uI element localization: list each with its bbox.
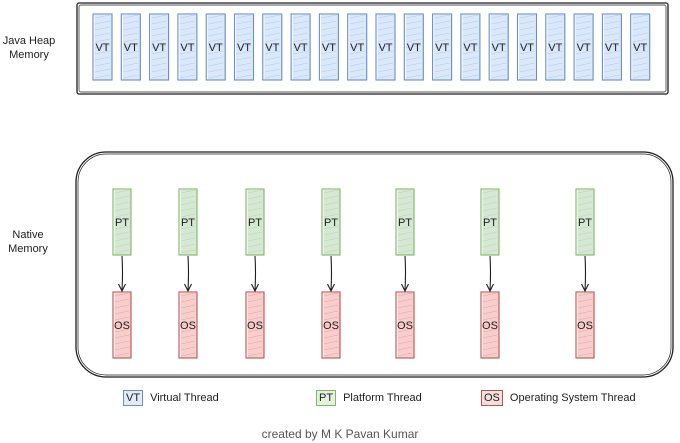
legend-vt-text: Virtual Thread — [150, 392, 219, 404]
pt-to-os-arrow — [184, 255, 192, 293]
virtual-thread-box-label: VT — [492, 42, 506, 54]
virtual-thread-box-label: VT — [294, 42, 308, 54]
virtual-thread-box-label: VT — [435, 42, 449, 54]
legend-pt-text: Platform Thread — [343, 392, 422, 404]
legend-pt-swatch: PT — [316, 390, 337, 406]
virtual-thread-box-label: VT — [350, 42, 364, 54]
virtual-thread-box-label: VT — [463, 42, 477, 54]
platform-thread-box: PT — [245, 188, 265, 256]
virtual-thread-box: VT — [460, 13, 481, 81]
platform-thread-box: PT — [575, 188, 595, 256]
legend-platform-thread: PT Platform Thread — [316, 390, 422, 406]
virtual-thread-box-label: VT — [633, 42, 647, 54]
legend-os-text: Operating System Thread — [509, 392, 636, 404]
os-thread-box: OS — [112, 291, 132, 359]
virtual-thread-box: VT — [573, 13, 594, 81]
legend-os-swatch: OS — [481, 390, 503, 406]
virtual-thread-box: VT — [290, 13, 311, 81]
platform-thread-box-label: PT — [248, 217, 262, 229]
virtual-thread-box-label: VT — [237, 42, 251, 54]
os-thread-box: OS — [575, 291, 595, 359]
platform-thread-box-label: PT — [483, 217, 497, 229]
virtual-thread-box: VT — [601, 13, 622, 81]
credit-text: created by M K Pavan Kumar — [261, 427, 419, 441]
java-heap-memory-label: Java Heap Memory — [2, 35, 56, 61]
virtual-thread-box-label: VT — [577, 42, 591, 54]
virtual-thread-box: VT — [347, 13, 368, 81]
os-thread-box: OS — [178, 291, 198, 359]
os-thread-box-label: OS — [397, 320, 413, 332]
pt-to-os-arrow — [581, 255, 589, 293]
legend-os-thread: OS Operating System Thread — [481, 390, 636, 406]
platform-thread-box-label: PT — [578, 217, 592, 229]
virtual-thread-box: VT — [149, 13, 170, 81]
virtual-thread-box-label: VT — [378, 42, 392, 54]
virtual-thread-box: VT — [205, 13, 226, 81]
os-thread-box: OS — [480, 291, 500, 359]
platform-thread-box-label: PT — [115, 217, 129, 229]
virtual-thread-box: VT — [375, 13, 396, 81]
native-memory-label: Native Memory — [8, 229, 48, 255]
os-thread-box-label: OS — [482, 320, 498, 332]
virtual-thread-box: VT — [92, 13, 113, 81]
os-thread-box-label: OS — [114, 320, 130, 332]
virtual-thread-box-label: VT — [548, 42, 562, 54]
platform-thread-box: PT — [395, 188, 415, 256]
virtual-thread-box: VT — [630, 13, 651, 81]
os-thread-box-label: OS — [323, 320, 339, 332]
platform-thread-box-label: PT — [324, 217, 338, 229]
virtual-thread-box-label: VT — [180, 42, 194, 54]
platform-thread-box-label: PT — [398, 217, 412, 229]
java-heap-container — [76, 2, 669, 95]
virtual-thread-box: VT — [120, 13, 141, 81]
pt-to-os-arrow — [118, 255, 126, 293]
platform-thread-box: PT — [321, 188, 341, 256]
virtual-thread-box: VT — [233, 13, 255, 81]
pt-to-os-arrow — [401, 255, 409, 293]
platform-thread-box-label: PT — [181, 217, 195, 229]
legend-virtual-thread: VT Virtual Thread — [123, 390, 219, 406]
native-memory-container — [75, 151, 674, 378]
virtual-thread-box-label: VT — [605, 42, 619, 54]
virtual-thread-box-label: VT — [265, 42, 279, 54]
virtual-thread-box: VT — [516, 13, 538, 81]
virtual-thread-box-label: VT — [152, 42, 166, 54]
pt-to-os-arrow — [486, 255, 494, 293]
java-heap-container-inner — [78, 4, 667, 93]
virtual-thread-box-label: VT — [209, 42, 223, 54]
virtual-thread-box: VT — [318, 13, 339, 81]
os-thread-box-label: OS — [247, 320, 263, 332]
virtual-thread-box: VT — [262, 13, 283, 81]
os-thread-box: OS — [395, 291, 415, 359]
virtual-thread-box-label: VT — [520, 42, 534, 54]
pt-to-os-arrow — [327, 255, 335, 293]
virtual-thread-box: VT — [488, 13, 509, 81]
platform-thread-box: PT — [480, 188, 500, 256]
os-thread-box: OS — [245, 291, 265, 359]
virtual-thread-group: VT VT VT VT VT VT VT VT VT VT VT VT VT VT VT VT VT VT VT VT — [92, 13, 651, 81]
os-thread-box: OS — [321, 291, 341, 359]
platform-thread-box: PT — [112, 188, 132, 256]
virtual-thread-box: VT — [432, 13, 453, 81]
os-thread-box-label: OS — [180, 320, 196, 332]
native-memory-container-inner — [77, 153, 672, 376]
virtual-thread-box: VT — [403, 13, 424, 81]
virtual-thread-box: VT — [545, 13, 566, 81]
virtual-thread-box: VT — [177, 13, 198, 81]
virtual-thread-box-label: VT — [124, 42, 138, 54]
virtual-thread-box-label: VT — [95, 42, 109, 54]
legend-vt-swatch: VT — [123, 390, 144, 406]
pt-to-os-arrow — [251, 255, 259, 293]
virtual-thread-box-label: VT — [407, 42, 421, 54]
platform-thread-box: PT — [178, 188, 198, 256]
os-thread-box-label: OS — [577, 320, 593, 332]
virtual-thread-box-label: VT — [322, 42, 336, 54]
native-thread-group: PT OS PT OS PT OS PT OS PT OS PT OS PT OS — [112, 188, 595, 359]
